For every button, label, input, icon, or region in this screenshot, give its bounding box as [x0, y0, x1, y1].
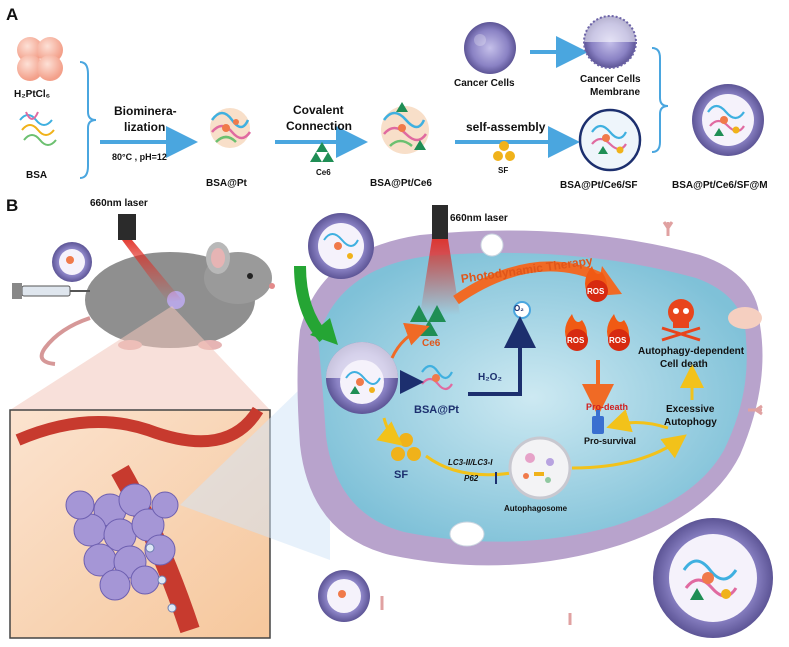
- bsa-pt-cell-icon: [421, 364, 453, 391]
- nanoparticle-bottom-right-icon: [653, 518, 773, 638]
- sf-cell-label: SF: [394, 469, 409, 481]
- autophagosome-icon: [508, 436, 572, 500]
- cancer-cells-label: Cancer Cells: [454, 78, 515, 89]
- pro-death-switch-icon: [592, 410, 604, 434]
- bsa-pt-ce6-sf-m-label: BSA@Pt/Ce6/SF@M: [672, 180, 768, 191]
- bsa-pt-label: BSA@Pt: [206, 178, 247, 189]
- sf-release-arrow: [376, 417, 403, 446]
- bsa-pt-icon: [210, 108, 252, 148]
- ce6-triangles-icon: [310, 142, 334, 162]
- membrane-vesicle-1: [480, 233, 504, 257]
- laser-beam-right: [420, 239, 460, 315]
- nanoparticle-bottom-left-icon: [318, 570, 370, 622]
- bsa-pt-ce6-sf-m-icon: [692, 84, 764, 156]
- nanoparticle-internal-icon: [326, 342, 398, 414]
- zoom-wedge-right: [180, 360, 330, 560]
- bsa-pt-ce6-label: BSA@Pt/Ce6: [370, 178, 432, 189]
- ce6-top-label: Ce6: [316, 168, 331, 177]
- autophagosome-label: Autophagosome: [504, 504, 568, 513]
- ros-label-1: ROS: [587, 287, 605, 296]
- panel-a-label: A: [6, 5, 19, 24]
- ce6-release-arrow: [390, 322, 430, 359]
- h2o2-to-o2-arrow: [468, 316, 536, 396]
- zoom-cone: [10, 306, 270, 410]
- laser-left-label: 660nm laser: [90, 198, 148, 209]
- autophagy-death-label-2: Cell death: [660, 359, 708, 370]
- h2o2-label: H₂O₂: [478, 372, 502, 383]
- excessive-autophagy-label-2: Autophogy: [664, 417, 717, 428]
- cancer-cell-membrane-icon: [583, 15, 637, 69]
- laser-right-label: 660nm laser: [450, 213, 508, 224]
- h2ptcl6-spheres-icon: [17, 37, 63, 81]
- membrane-vesicle-2: [449, 521, 485, 547]
- covalent-label-1: Covalent: [293, 103, 344, 117]
- laser-beam-left: [122, 240, 182, 302]
- sf-top-label: SF: [498, 166, 509, 175]
- autophagy-death-label-1: Autophagy-dependent: [638, 346, 745, 357]
- reactant-bracket: [79, 61, 97, 179]
- cancer-cell-icon: [464, 22, 516, 74]
- biomineralization-conditions: 80°C , pH=12: [112, 152, 167, 162]
- ce6-cell-label: Ce6: [422, 338, 441, 349]
- laser-device-right-icon: [432, 205, 448, 239]
- injected-nanoparticle-icon: [52, 242, 92, 282]
- panel-b-label: B: [6, 196, 19, 215]
- vessel-nanoparticles: [145, 543, 177, 613]
- ros-label-2: ROS: [567, 336, 585, 345]
- bsa-pt-cell-label: BSA@Pt: [414, 404, 459, 416]
- to-pro-death-arrow: [606, 409, 669, 433]
- covalent-label-2: Connection: [286, 119, 352, 133]
- biomineralization-label-2: lization: [124, 120, 166, 134]
- pro-survival-label: Pro-survival: [584, 436, 637, 446]
- lc3-label: LC3-II/LC3-I: [448, 458, 493, 467]
- membrane-label-1: Cancer Cells: [580, 74, 641, 85]
- laser-device-left-icon: [118, 214, 136, 240]
- autophagosome-to-autophagy-arrow: [571, 434, 687, 470]
- bsa-label: BSA: [26, 170, 48, 181]
- bsa-protein-icon: [19, 111, 57, 146]
- blood-vessel: [15, 406, 264, 448]
- h2ptcl6-label: H₂PtCl₆: [14, 89, 51, 100]
- tumor-mass: [65, 483, 179, 601]
- bsa-pt-ce6-sf-icon: [578, 108, 642, 172]
- membrane-label-2: Membrane: [590, 87, 641, 98]
- bsa-pt-ce6-sf-label: BSA@Pt/Ce6/SF: [560, 180, 638, 191]
- uptake-arrowhead: [310, 318, 338, 345]
- nanoparticle-top-icon: [308, 213, 374, 279]
- bsa-pt-ce6-icon: [381, 102, 429, 154]
- ros-flames: [565, 266, 630, 351]
- o2-label: O₂: [514, 304, 524, 313]
- p62-label: P62: [464, 474, 479, 483]
- ros-label-3: ROS: [609, 336, 627, 345]
- biomineralization-label-1: Biominera-: [114, 104, 177, 118]
- membrane-bracket: [651, 47, 669, 153]
- excessive-autophagy-label-1: Excessive: [666, 404, 715, 415]
- membrane-receptors: [380, 221, 763, 625]
- syringe-icon: [12, 283, 90, 299]
- skull-icon: [661, 299, 701, 342]
- pro-death-label: Pro-death: [586, 402, 629, 412]
- self-assembly-label: self-assembly: [466, 120, 546, 134]
- sf-particles-icon: [493, 141, 515, 161]
- membrane-vesicle-3: [728, 307, 762, 329]
